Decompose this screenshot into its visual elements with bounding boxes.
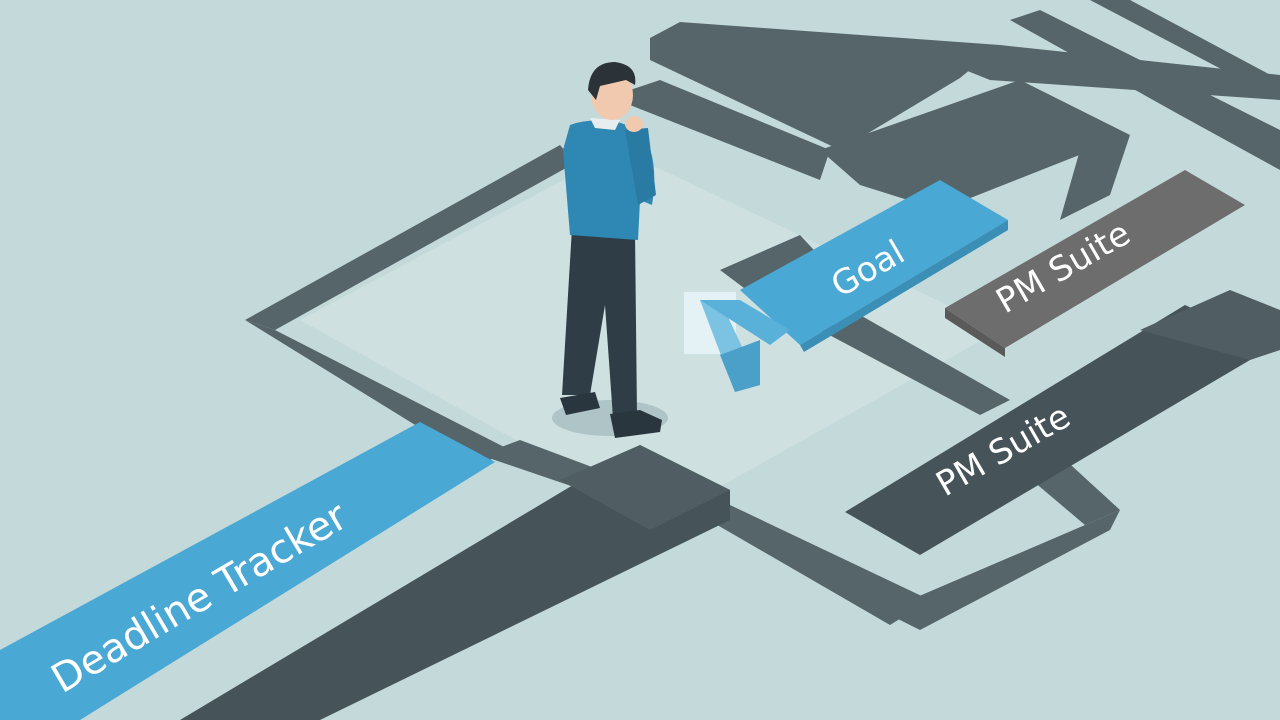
foreground-wall — [180, 445, 730, 720]
maze-wall — [245, 320, 510, 465]
maze-wall — [245, 145, 575, 330]
maze-wall — [890, 510, 1120, 630]
floor-highlight — [300, 150, 1000, 520]
maze-wall — [1010, 10, 1280, 170]
maze-wall — [630, 80, 830, 180]
maze-wall — [820, 315, 1010, 415]
maze-wall — [1060, 135, 1130, 220]
maze-wall — [1090, 0, 1280, 100]
maze-wall — [650, 22, 1000, 150]
maze-walls-upper — [630, 0, 1280, 220]
thinking-person-figure — [552, 62, 668, 438]
maze-wall — [820, 80, 1130, 210]
goal-arrow-sign — [684, 292, 790, 392]
maze-wall — [700, 505, 930, 625]
foreground-wall-top — [560, 445, 730, 530]
goal-block: Goal — [740, 180, 1008, 352]
